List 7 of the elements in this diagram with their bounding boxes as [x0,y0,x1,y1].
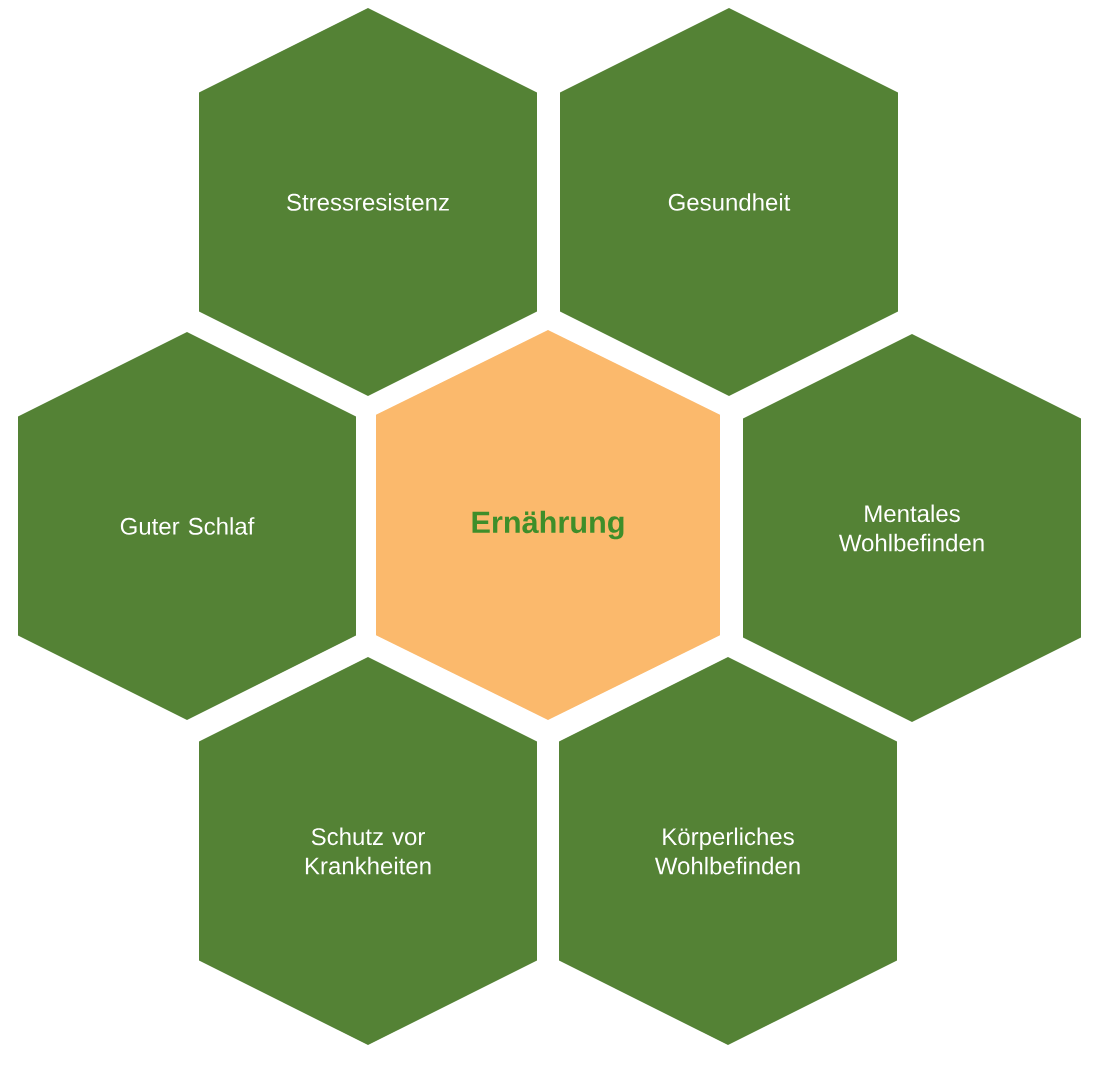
hexagon-tile: Mentales Wohlbefinden [743,334,1081,722]
hexagon-tile: Körperliches Wohlbefinden [559,657,897,1045]
hexagon-tile: Stressresistenz [199,8,537,396]
hexagon-tile: Schutz vor Krankheiten [199,657,537,1045]
hexagon-tile: Guter Schlaf [18,332,356,720]
hexagon-tile: Gesundheit [560,8,898,396]
hexagon-tile: Ernährung [376,330,720,720]
